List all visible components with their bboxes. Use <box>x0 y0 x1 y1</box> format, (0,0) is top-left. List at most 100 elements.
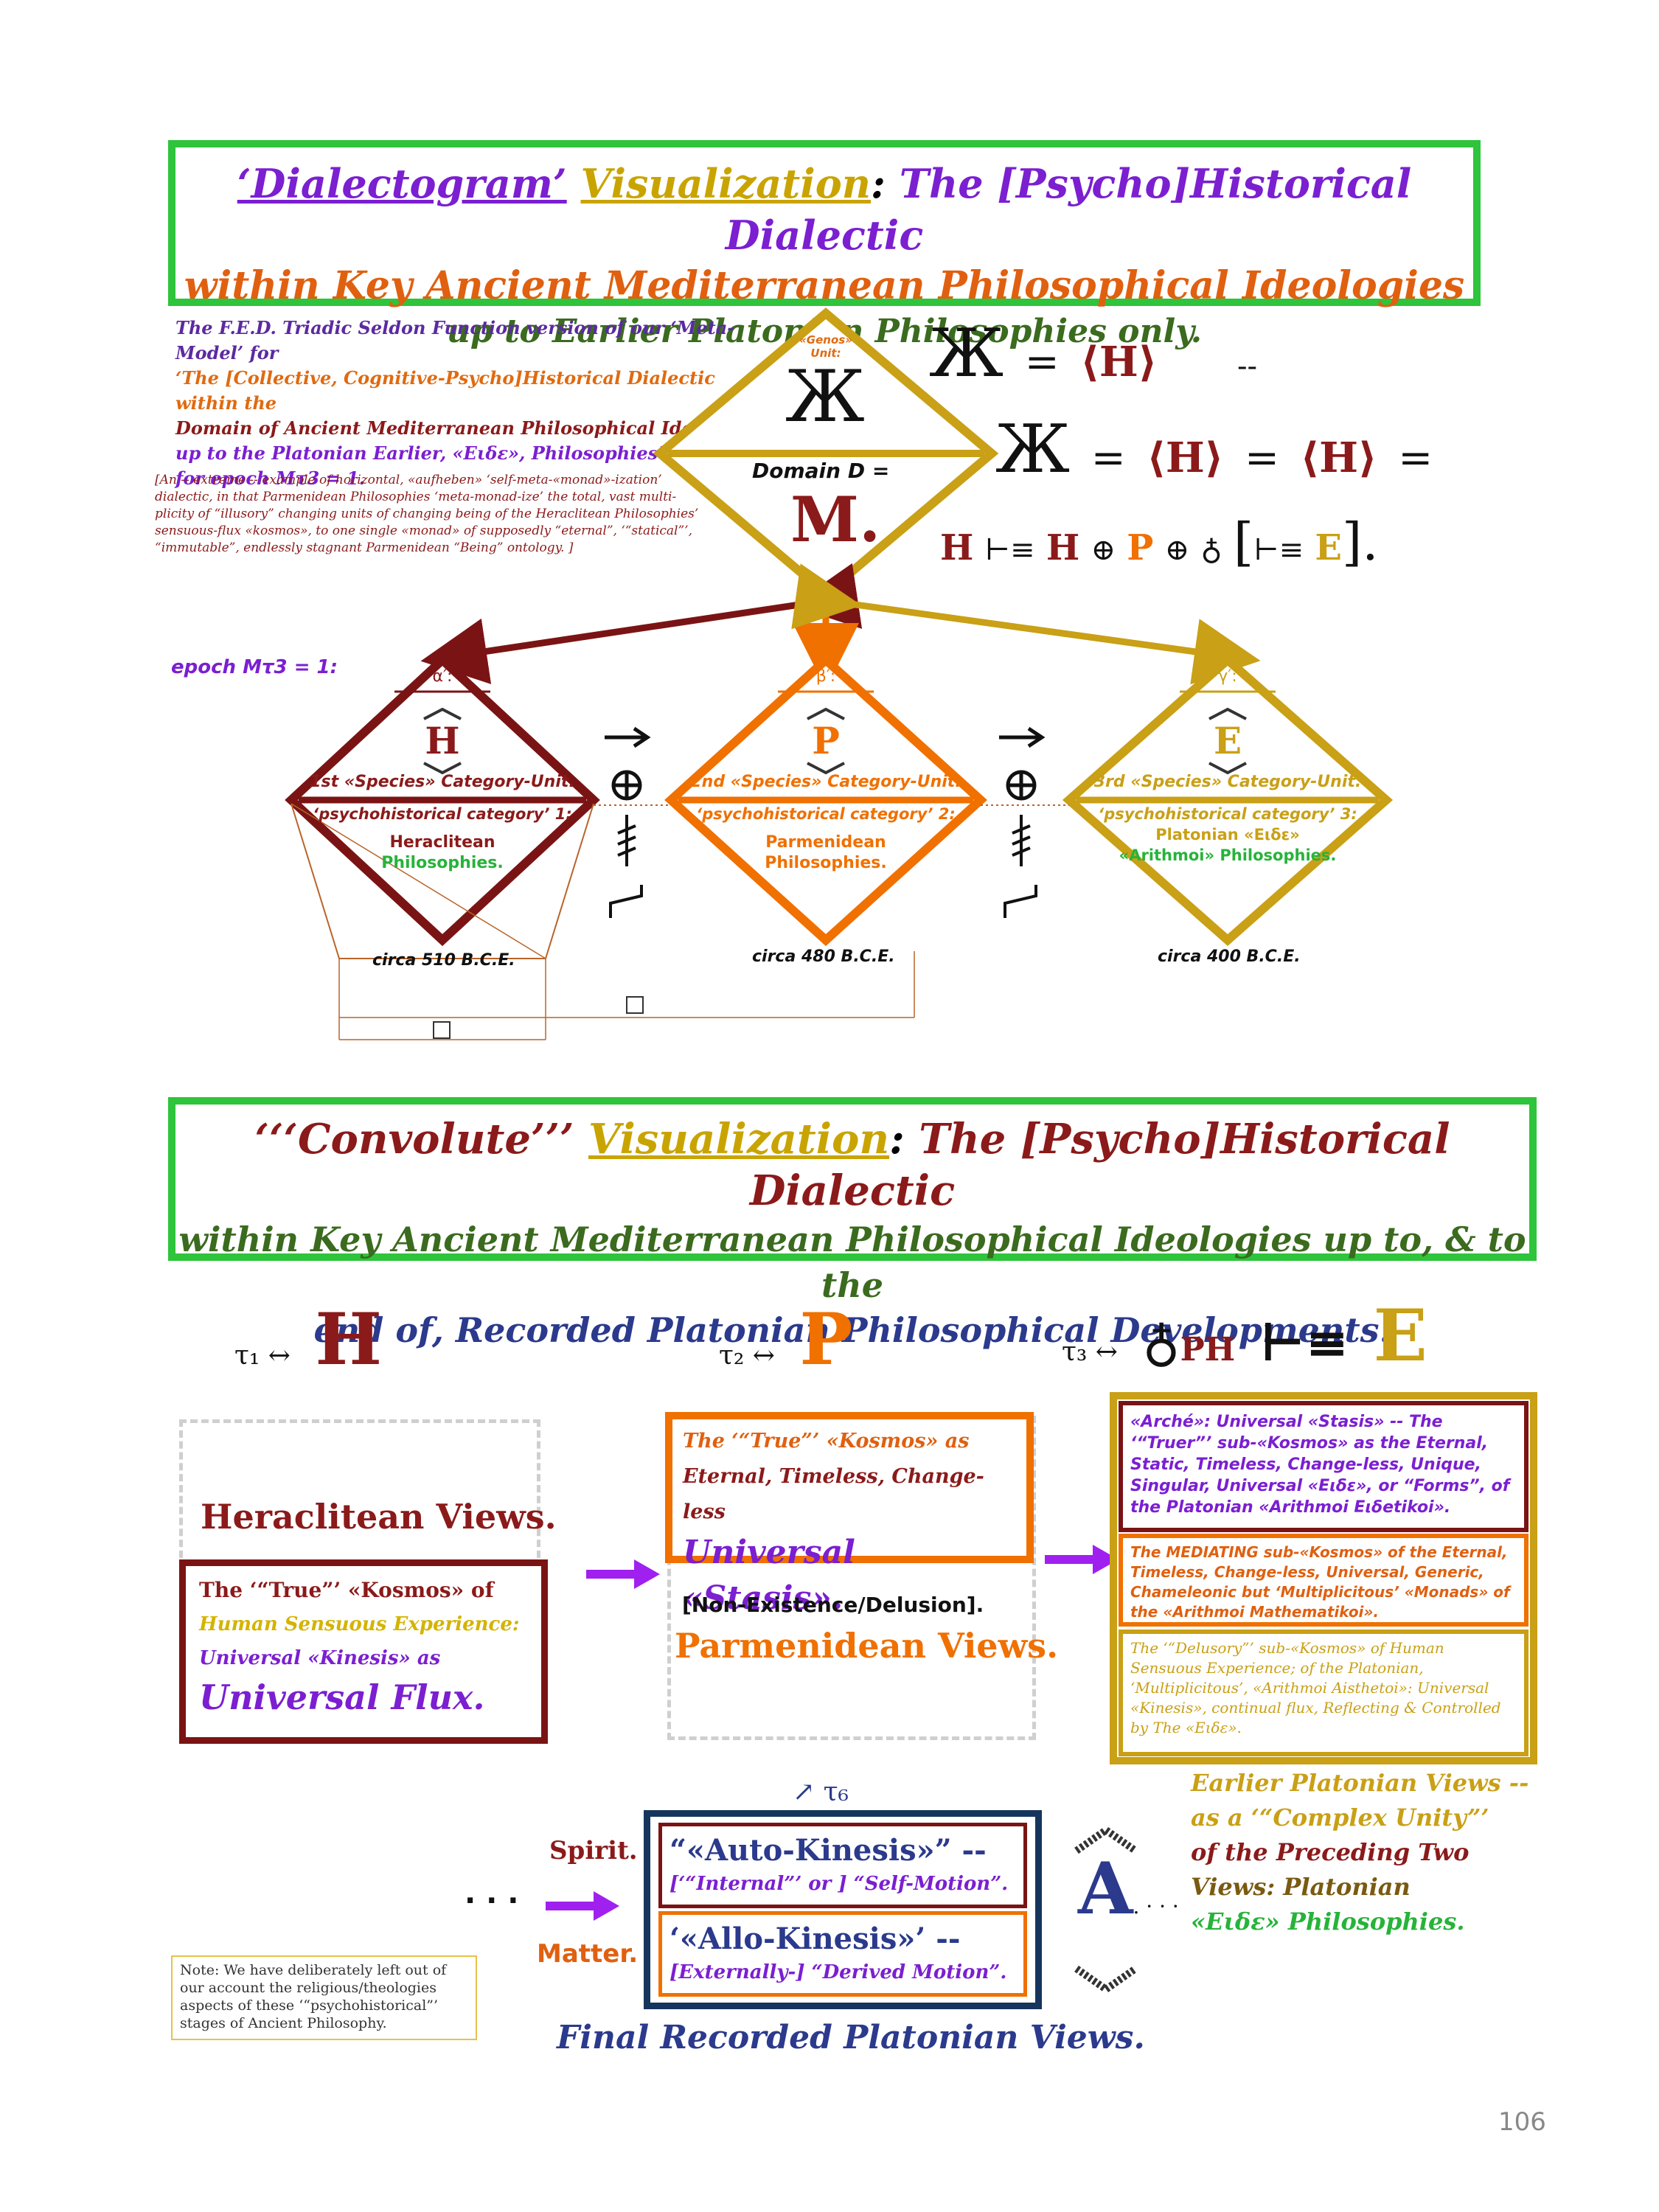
species-unit: 3rd «Species» Category-Unit. <box>1093 773 1362 791</box>
arrow-to-final <box>546 1891 619 1921</box>
equals-sign: = <box>1398 434 1433 482</box>
oplus-icon: ⊕ <box>1164 533 1190 567</box>
title-visualization: Visualization <box>580 160 872 207</box>
auto-kinesis-sub: [‘“Internal”’ or ] “Self-Motion”. <box>669 1873 1009 1895</box>
h-chevron-up <box>423 707 462 720</box>
parmenidean-l1: The ‘“True”’ «Kosmos» as <box>683 1430 970 1453</box>
intro-line2: ‘The [Collective, Cognitive-Psycho]Histo… <box>175 367 715 414</box>
parmenidean-l3: Universal «Stasis». <box>683 1534 855 1617</box>
platonian-box-3: The ‘“Delusory”’ sub-«Kosmos» of Human S… <box>1119 1630 1528 1756</box>
title-dialectogram: ‘Dialectogram’ <box>237 160 567 207</box>
top-diagram <box>285 307 1394 1040</box>
note-bracket: [An -- extreme -- example of horizontal,… <box>155 473 699 555</box>
oplus-icon <box>611 770 642 801</box>
squiggle-icon <box>1004 815 1037 918</box>
heraclitean-box: The ‘“True”’ «Kosmos» of Human Sensuous … <box>179 1559 548 1744</box>
qualifier-icon: ♁ <box>1200 533 1222 567</box>
right-arrow-icon <box>999 726 1046 748</box>
intro-line1: The F.E.D. Triadic Seldon Function versi… <box>175 317 735 364</box>
eq3-e: E <box>1315 527 1342 568</box>
auto-kinesis: “«Auto-Kinesis»” -- <box>669 1833 987 1868</box>
zhe-symbol: Ж <box>785 355 865 438</box>
species-name2: Philosophies. <box>381 854 504 872</box>
title2-dialectic: The [Psycho]Historical Dialectic <box>749 1115 1450 1215</box>
species-unit: 1st «Species» Category-Unit. <box>310 773 575 791</box>
e-big-letter: τ₃ ↔ ♁PH ⊢≡ E <box>1062 1294 1427 1377</box>
species-category: ‘psychohistorical category’ 3: <box>1098 805 1357 823</box>
footnote-box: Note: We have deliberately left out of o… <box>171 1955 477 2040</box>
tau6-symbol: ↗ τ₆ <box>793 1777 849 1807</box>
species-name1: Platonian «Ειδε» <box>1155 826 1300 844</box>
title2-visualization: Visualization <box>588 1115 890 1164</box>
h-under-diag <box>291 803 546 959</box>
species-greek: α′: <box>432 667 453 686</box>
species-date: circa 400 B.C.E. <box>1158 947 1301 966</box>
span-box-2 <box>626 996 644 1014</box>
title2-convolute: ‘‘‘Convolute’’’ <box>254 1115 574 1164</box>
title-line2: within Key Ancient Mediterranean Philoso… <box>184 263 1465 308</box>
earlier-line1: Earlier Platonian Views -- <box>1191 1769 1529 1797</box>
title2-colon: : <box>889 1115 905 1164</box>
domain-label: Domain D = <box>752 459 890 483</box>
intro-block: The F.E.D. Triadic Seldon Function versi… <box>175 316 780 491</box>
species-unit: 2nd «Species» Category-Unit. <box>690 773 961 791</box>
heraclitean-l2: Human Sensuous Experience: <box>199 1613 520 1635</box>
epoch-label: epoch Mτ3 = 1: <box>171 656 338 678</box>
equals-sign: = <box>1024 338 1060 386</box>
intro-line4: up to the Platonian Earlier, «Ειδε», Phi… <box>175 442 670 464</box>
hexagon-h-icon: ⟨H⟩ <box>1147 434 1224 482</box>
tau-icon: τ₃ ↔ <box>1062 1337 1118 1367</box>
hexagon-h-icon: ⟨H⟩ <box>1300 434 1377 482</box>
hexagon-h-icon: ⟨H⟩ <box>1080 338 1158 386</box>
tau-icon: τ₂ ↔ <box>719 1340 775 1371</box>
entails-sign: ⊢≡ <box>1259 1312 1349 1373</box>
h-under-lines <box>291 803 594 959</box>
parmenidean-nonexist: [Non-Existence/Delusion]. <box>682 1593 984 1617</box>
ellipsis-right: . · · · <box>1133 1894 1179 1919</box>
heraclitean-l4: Universal Flux. <box>199 1677 485 1717</box>
eq3-h2: H <box>1046 527 1080 568</box>
parmenidean-l2: Eternal, Timeless, Change-less <box>683 1465 984 1523</box>
arrow-to-h <box>420 563 863 684</box>
allo-kinesis-sub: [Externally-] “Derived Motion”. <box>669 1961 1007 1983</box>
p-chevron-down <box>807 762 845 775</box>
equation-row-2: Ж = ⟨H⟩ = ⟨H⟩ = <box>995 413 1433 495</box>
species-name2: «Arithmoi» Philosophies. <box>1119 846 1337 864</box>
entails-sign: ⊢≡ <box>984 533 1035 567</box>
title-colon: : <box>871 160 886 207</box>
earlier-line3: of the Preceding Two <box>1191 1838 1470 1866</box>
species-date: circa 510 B.C.E. <box>372 951 515 970</box>
platonian-box-1: «Arché»: Universal «Stasis» -- The ‘“Tru… <box>1119 1401 1528 1532</box>
spirit-label: Spirit. <box>549 1836 638 1865</box>
equation-row-3: H ⊢≡ H ⊕ P ⊕ ♁ [⊢≡ E]. <box>940 516 1379 576</box>
species-category: ‘psychohistorical category’ 2: <box>696 805 956 823</box>
species-name1: Heraclitean <box>389 833 495 852</box>
span-box-1 <box>433 1021 451 1039</box>
p-chevron-up <box>807 707 845 720</box>
species-letter: E <box>1213 719 1242 762</box>
matter-label: Matter. <box>537 1939 639 1969</box>
a-chevrons <box>1074 1825 1138 1994</box>
zhe-eq1: Ж <box>929 315 1004 392</box>
species-name1: Parmenidean <box>765 833 886 852</box>
allo-kinesis: ‘«Allo-Kinesis»’ -- <box>669 1921 961 1956</box>
eq3-h: H <box>940 527 974 568</box>
right-arrow-icon <box>605 726 651 748</box>
page-number: 106 <box>1498 2107 1546 2137</box>
entails-sign: ⊢≡ <box>1253 533 1304 567</box>
domain-value: M. <box>790 483 881 556</box>
equals-sign: = <box>1091 434 1126 482</box>
parmenidean-box: The ‘“True”’ «Kosmos» as Eternal, Timele… <box>665 1412 1034 1617</box>
arrow-to-e <box>791 563 1261 685</box>
auto-kinesis-box: “«Auto-Kinesis»” -- [‘“Internal”’ or ] “… <box>658 1823 1027 1908</box>
equation-row-1: Ж = ⟨H⟩ -- <box>929 317 1257 403</box>
species-greek: γ′: <box>1218 667 1237 686</box>
p-big-letter: τ₂ ↔ P <box>719 1298 853 1381</box>
oplus-icon: ⊕ <box>1091 533 1116 567</box>
arrow-p-to-e <box>1045 1545 1119 1574</box>
platonian-box-2: The MEDIATING sub-«Kosmos» of the Eterna… <box>1119 1534 1528 1627</box>
species-category: ‘psychohistorical category’ 1: <box>313 805 572 823</box>
a-big-letter: A. · · · <box>1078 1847 1179 1930</box>
e-chevron-up <box>1208 707 1247 720</box>
